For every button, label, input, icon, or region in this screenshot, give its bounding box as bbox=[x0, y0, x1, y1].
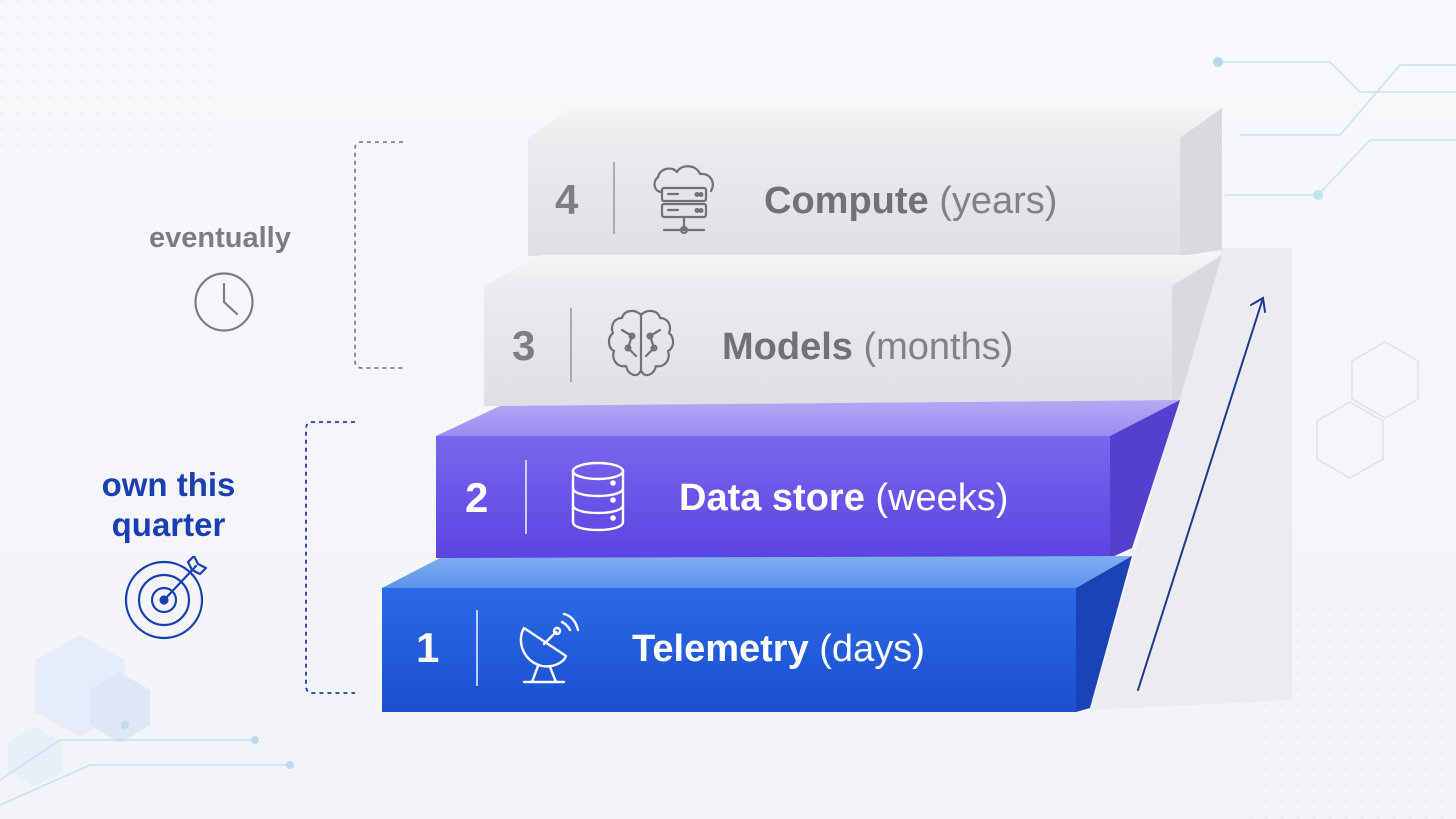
growth-arrow bbox=[1137, 296, 1266, 691]
own-this-label-line2: quarter bbox=[111, 506, 226, 543]
brain-icon bbox=[607, 309, 675, 377]
own-this-quarter-label: own this quarter bbox=[86, 465, 251, 545]
step-1-duration: (days) bbox=[819, 628, 925, 670]
own-this-label-line1: own this bbox=[101, 466, 236, 503]
step-3-name: Models bbox=[722, 326, 853, 368]
circuit-lines-top-right bbox=[1213, 57, 1456, 200]
step-4-divider bbox=[613, 162, 615, 234]
step-3-divider bbox=[570, 308, 572, 382]
clock-icon bbox=[194, 272, 254, 332]
step-1-name: Telemetry bbox=[632, 628, 809, 670]
cubes-bottom-left bbox=[8, 635, 150, 787]
bracket-now bbox=[305, 421, 355, 694]
step-4-name: Compute bbox=[764, 180, 929, 222]
circuit-lines-bottom-left bbox=[0, 721, 294, 806]
step-2-block bbox=[436, 400, 1180, 558]
step-1-label: Telemetry (days) bbox=[632, 628, 925, 671]
step-3-number: 3 bbox=[512, 322, 536, 369]
step-4-label: Compute (years) bbox=[764, 180, 1057, 223]
step-4-duration: (years) bbox=[939, 180, 1058, 222]
cloud-server-icon bbox=[653, 165, 714, 235]
step-3-block bbox=[484, 255, 1222, 406]
step-2-number: 2 bbox=[465, 474, 489, 521]
bracket-eventually bbox=[354, 141, 403, 369]
hexagon-outlines-right bbox=[1316, 341, 1419, 479]
step-2-label: Data store (weeks) bbox=[679, 477, 1008, 520]
eventually-label: eventually bbox=[149, 222, 291, 254]
step-4-block bbox=[528, 108, 1222, 256]
target-icon bbox=[124, 556, 208, 640]
step-1-block bbox=[382, 556, 1132, 712]
step-3-duration: (months) bbox=[863, 326, 1014, 368]
step-4-number: 4 bbox=[555, 176, 579, 223]
step-2-divider bbox=[525, 460, 527, 534]
step-2-duration: (weeks) bbox=[875, 477, 1009, 519]
step-3-label: Models (months) bbox=[722, 326, 1013, 369]
step-1-divider bbox=[476, 610, 478, 686]
satellite-dish-icon bbox=[519, 612, 580, 684]
dot-grid-top-left bbox=[0, 0, 215, 150]
step-2-name: Data store bbox=[679, 477, 865, 519]
step-1-number: 1 bbox=[416, 624, 440, 671]
database-icon bbox=[571, 461, 625, 532]
